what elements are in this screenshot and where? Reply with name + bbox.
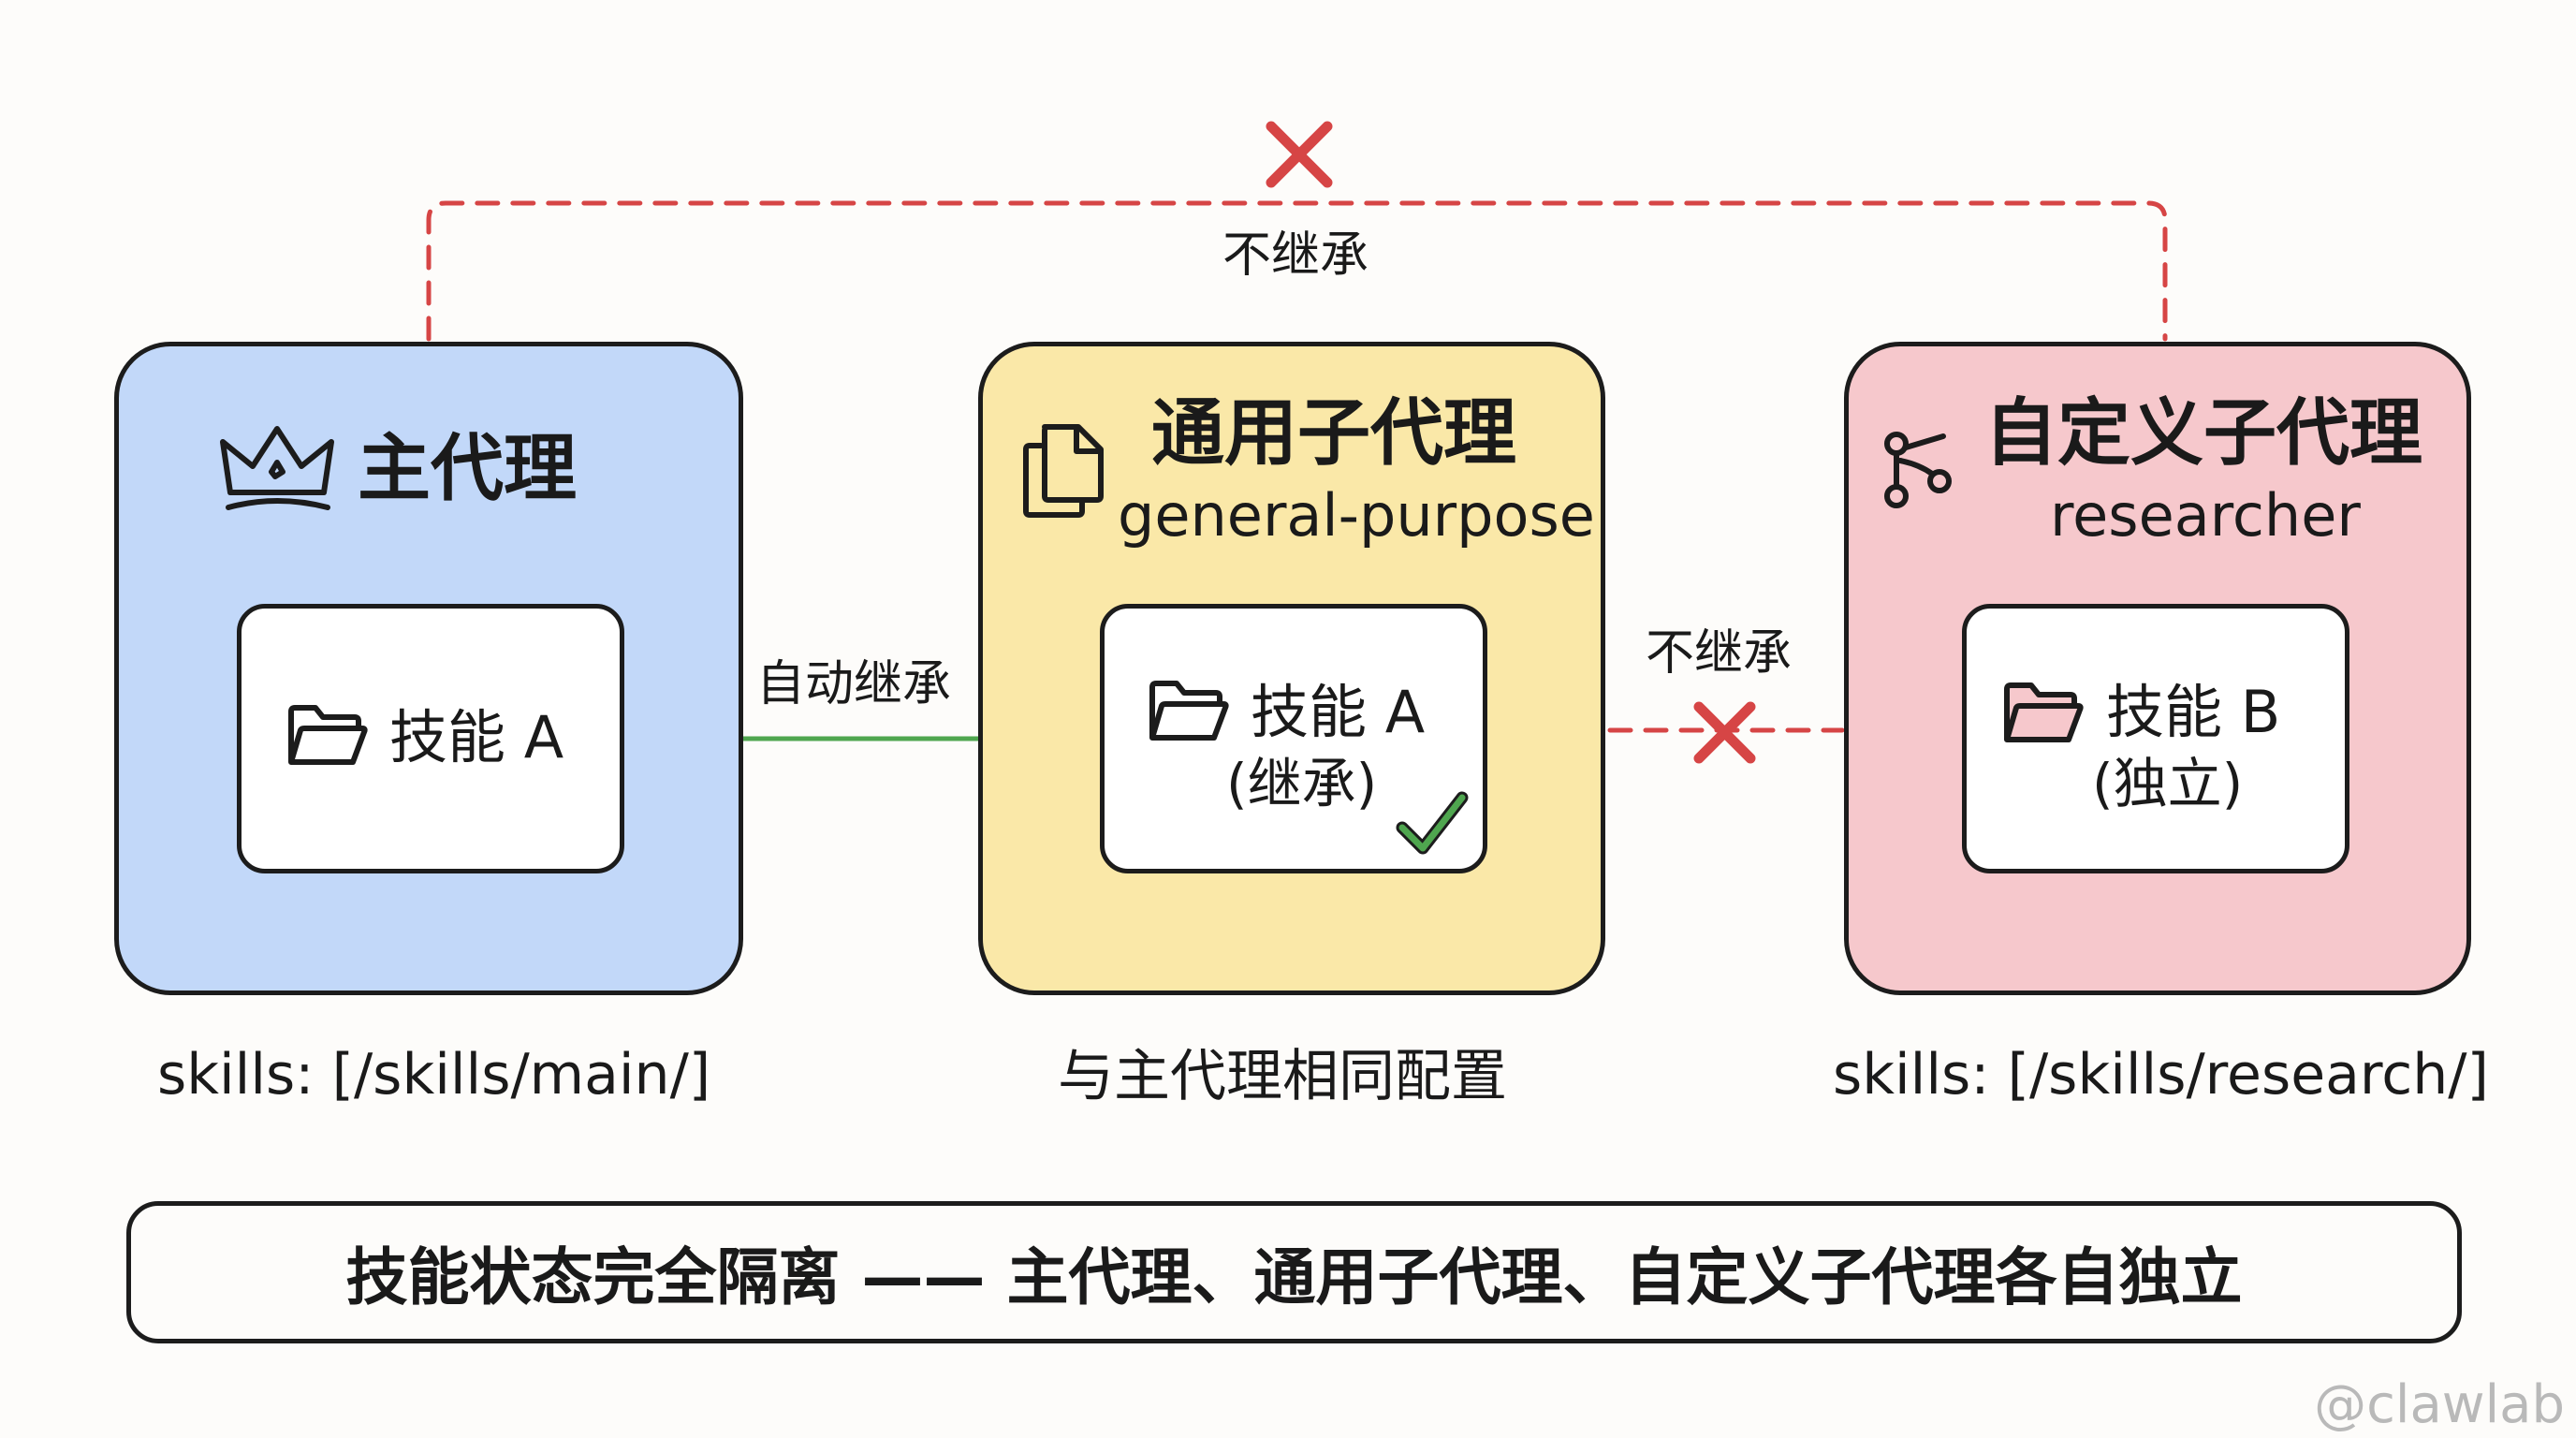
custom-config-label: skills: [/skills/research/]	[1833, 1042, 2489, 1108]
no-inherit-mid-label: 不继承	[1646, 625, 1793, 682]
folder-icon	[288, 705, 368, 765]
custom-skill-note: (独立)	[2092, 752, 2244, 815]
no-inherit-route-top	[426, 200, 2168, 342]
copy-icon	[1023, 424, 1104, 518]
main-agent-title: 主代理	[358, 427, 578, 511]
main-config-label: skills: [/skills/main/]	[157, 1042, 711, 1108]
folder-icon	[2004, 682, 2084, 742]
isolation-banner: 技能状态完全隔离 —— 主代理、通用子代理、自定义子代理各自独立	[126, 1201, 2462, 1343]
watermark: @clawlab	[2314, 1374, 2565, 1435]
blocked-x-icon-top	[1266, 121, 1333, 188]
branch-icon	[1884, 432, 1952, 508]
no-inherit-top-label: 不继承	[1222, 227, 1369, 284]
custom-agent-title: 自定义子代理	[1984, 391, 2423, 476]
crown-icon	[220, 426, 334, 510]
isolation-banner-text: 技能状态完全隔离 —— 主代理、通用子代理、自定义子代理各自独立	[345, 1241, 2243, 1313]
custom-skill-card	[1962, 604, 2349, 873]
main-skill-card	[237, 604, 624, 873]
main-skill-label: 技能 A	[389, 703, 564, 771]
general-agent-title: 通用子代理	[1151, 391, 1517, 476]
folder-icon	[1149, 681, 1229, 741]
custom-skill-label: 技能 B	[2106, 678, 2281, 746]
general-skill-label: 技能 A	[1251, 678, 1426, 746]
general-agent-subtitle: general-purpose	[1118, 481, 1595, 550]
custom-agent-subtitle: researcher	[2050, 481, 2361, 550]
general-config-label: 与主代理相同配置	[1058, 1044, 1507, 1109]
general-skill-note: (继承)	[1226, 752, 1378, 815]
inherit-edge-label: 自动继承	[756, 656, 952, 712]
checkmark-icon	[1396, 791, 1469, 855]
blocked-x-icon-mid	[1693, 701, 1756, 764]
